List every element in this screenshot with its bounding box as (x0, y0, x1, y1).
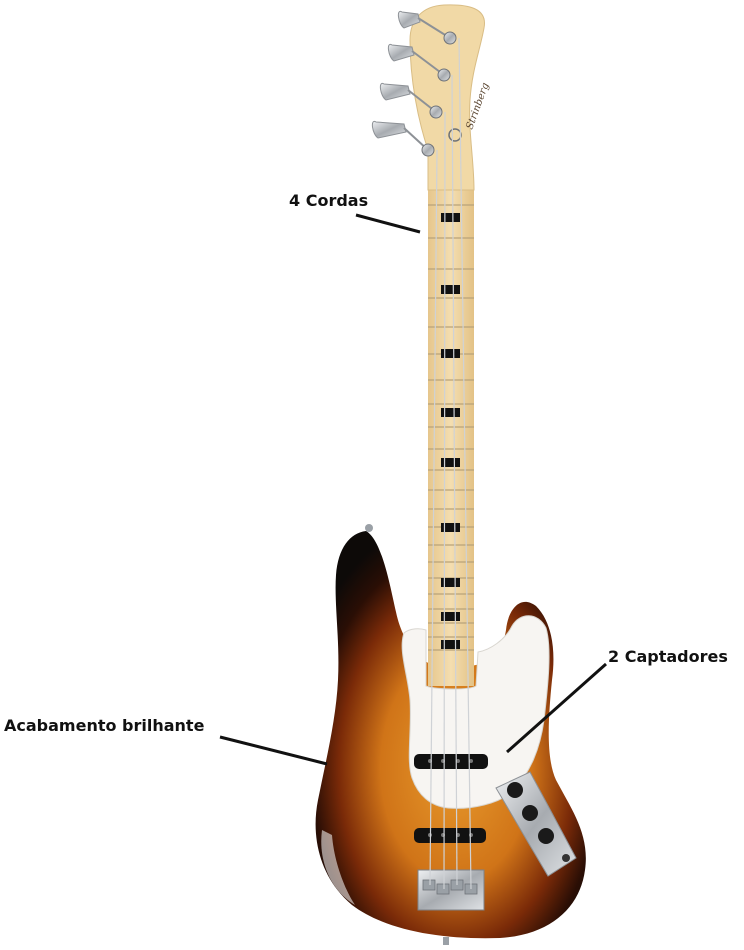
output-jack (562, 854, 570, 862)
control-plate (495, 771, 577, 877)
pickups-label: 2 Captadores (608, 647, 728, 666)
neck-pickup (414, 754, 488, 769)
tuning-pegs (371, 10, 462, 157)
pickups-callout-line (506, 662, 607, 754)
bridge-pickup (414, 828, 486, 843)
body-gloss-highlight (321, 830, 355, 905)
strings-callout-line (355, 213, 421, 234)
fret-block-inlays (441, 213, 460, 649)
volume-knob-1 (507, 782, 523, 798)
volume-knob-2 (522, 805, 538, 821)
strap-button-bottom (443, 937, 449, 945)
finish-label: Acabamento brilhante (4, 716, 205, 735)
strings (429, 37, 472, 890)
finish-callout-line (219, 735, 328, 766)
tone-knob (538, 828, 554, 844)
strings-label: 4 Cordas (289, 191, 369, 210)
strap-button-top (365, 524, 373, 532)
